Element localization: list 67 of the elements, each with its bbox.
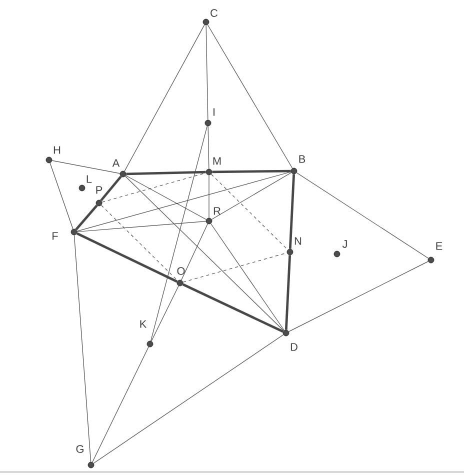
- line-segment: [210, 223, 284, 331]
- line-segment: [74, 234, 92, 462]
- point: [286, 248, 294, 256]
- point: [46, 156, 52, 164]
- line-segment: [100, 204, 178, 282]
- line-segment: [296, 172, 429, 259]
- line-segment: [75, 204, 98, 230]
- line-segment: [211, 172, 292, 220]
- point-label: G: [76, 445, 84, 453]
- point-label: A: [112, 159, 120, 167]
- line-segment: [181, 224, 208, 280]
- point-label: O: [177, 267, 185, 275]
- point-label: K: [140, 320, 147, 328]
- point: [206, 218, 212, 224]
- point: [202, 18, 210, 26]
- line-segment: [284, 255, 292, 330]
- point: [428, 256, 434, 264]
- point-label: N: [294, 237, 302, 245]
- line-segment: [207, 24, 293, 169]
- point-label: C: [210, 9, 218, 17]
- point: [120, 170, 126, 178]
- point: [290, 168, 298, 174]
- point: [146, 340, 154, 348]
- point: [282, 330, 290, 336]
- point-label: I: [213, 108, 214, 116]
- point-label: L: [86, 175, 92, 183]
- point-label: F: [52, 232, 58, 240]
- line-segment: [124, 24, 205, 172]
- point: [334, 250, 340, 258]
- line-segment: [100, 176, 122, 202]
- point-label: R: [214, 207, 220, 215]
- point-label: P: [96, 186, 102, 194]
- line-segment: [151, 286, 179, 342]
- point: [96, 200, 102, 206]
- line-segment: [182, 283, 284, 333]
- point-label: E: [436, 242, 442, 250]
- point: [176, 280, 184, 286]
- line-segment: [288, 261, 428, 332]
- point: [78, 184, 86, 192]
- line-segment: [126, 170, 206, 176]
- line-segment: [124, 176, 284, 332]
- line-segment: [93, 334, 284, 464]
- point: [206, 168, 212, 176]
- line-segment: [212, 170, 291, 174]
- point-label: B: [299, 155, 306, 163]
- point-label: J: [342, 240, 347, 248]
- line-segment: [206, 24, 208, 120]
- line-segment: [76, 232, 178, 283]
- line-segment: [182, 252, 288, 282]
- line-segment: [102, 172, 206, 202]
- line-segment: [92, 346, 149, 462]
- point-label: D: [290, 343, 298, 351]
- line-segment: [208, 126, 210, 170]
- line-segment: [126, 175, 206, 220]
- line-segment: [210, 174, 288, 250]
- point: [88, 462, 94, 468]
- line-segment: [150, 126, 208, 342]
- point-label: H: [54, 146, 60, 154]
- line-segment: [50, 162, 74, 230]
- line-segment: [76, 220, 206, 232]
- point-label: M: [213, 157, 221, 165]
- point: [204, 120, 212, 126]
- point: [70, 228, 78, 236]
- line-segment: [288, 174, 296, 249]
- line-segment: [52, 160, 120, 174]
- line-segment: [76, 172, 292, 232]
- line-segment: [208, 174, 210, 218]
